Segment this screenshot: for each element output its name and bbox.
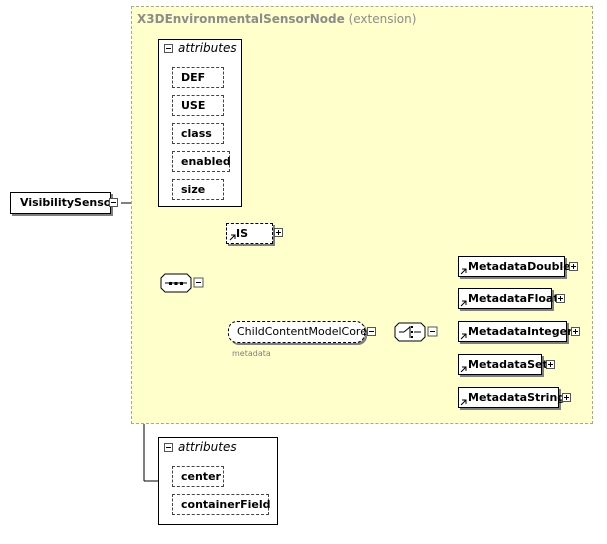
metadata-label: MetadataFloat [468,292,559,305]
metadata-label: MetadataInteger [468,325,573,338]
choice-compositor-icon[interactable] [392,322,438,344]
element-is[interactable]: IS [226,223,273,244]
expand-icon[interactable] [571,327,580,336]
element-metadatainteger[interactable]: MetadataInteger [458,321,572,342]
attribute-center[interactable]: center [172,466,224,487]
attribute-enabled[interactable]: enabled [172,151,231,172]
metadata-label: MetadataDouble [468,260,571,273]
attribute-size[interactable]: size [172,179,224,200]
reference-arrow-icon [460,366,467,373]
element-metadatastring[interactable]: MetadataString [458,387,565,408]
expand-icon[interactable] [274,228,283,237]
expand-icon[interactable] [562,393,571,402]
root-element-visibilitysensor[interactable]: VisibilitySensor [10,192,117,214]
group-childcontentmodelcore[interactable]: ChildContentModelCore [228,321,367,343]
expand-icon[interactable] [556,294,565,303]
attribute-class[interactable]: class [172,123,224,144]
reference-arrow-icon [460,399,467,406]
reference-arrow-icon [460,268,467,275]
element-metadatafloat[interactable]: MetadataFloat [458,288,559,309]
collapse-icon[interactable] [109,198,118,207]
attribute-def[interactable]: DEF [172,67,224,88]
attributes-heading-top: attributes [178,41,237,55]
attribute-containerfield[interactable]: containerField [172,494,270,515]
element-metadataset[interactable]: MetadataSet [458,354,548,375]
root-element-label: VisibilitySensor [20,196,117,209]
collapse-icon[interactable] [164,44,173,53]
reference-arrow-icon [460,300,467,307]
metadata-label: MetadataString [468,391,566,404]
extension-title: X3DEnvironmentalSensorNode (extension) [137,12,416,26]
sequence-compositor-icon[interactable] [158,273,204,295]
reference-arrow-icon [460,333,467,340]
attribute-use[interactable]: USE [172,95,224,116]
collapse-icon[interactable] [164,443,173,452]
reference-arrow-icon [229,234,236,241]
group-label: ChildContentModelCore [237,325,367,338]
expand-icon[interactable] [569,262,578,271]
extension-name: X3DEnvironmentalSensorNode [137,12,345,26]
group-note: metadata [232,349,271,358]
expand-icon[interactable] [546,360,555,369]
attributes-heading-bottom: attributes [178,440,237,454]
metadata-label: MetadataSet [468,358,548,371]
extension-suffix: (extension) [348,12,417,26]
element-metadatadouble[interactable]: MetadataDouble [458,256,571,277]
element-is-label: IS [236,227,249,240]
collapse-icon[interactable] [367,327,376,336]
